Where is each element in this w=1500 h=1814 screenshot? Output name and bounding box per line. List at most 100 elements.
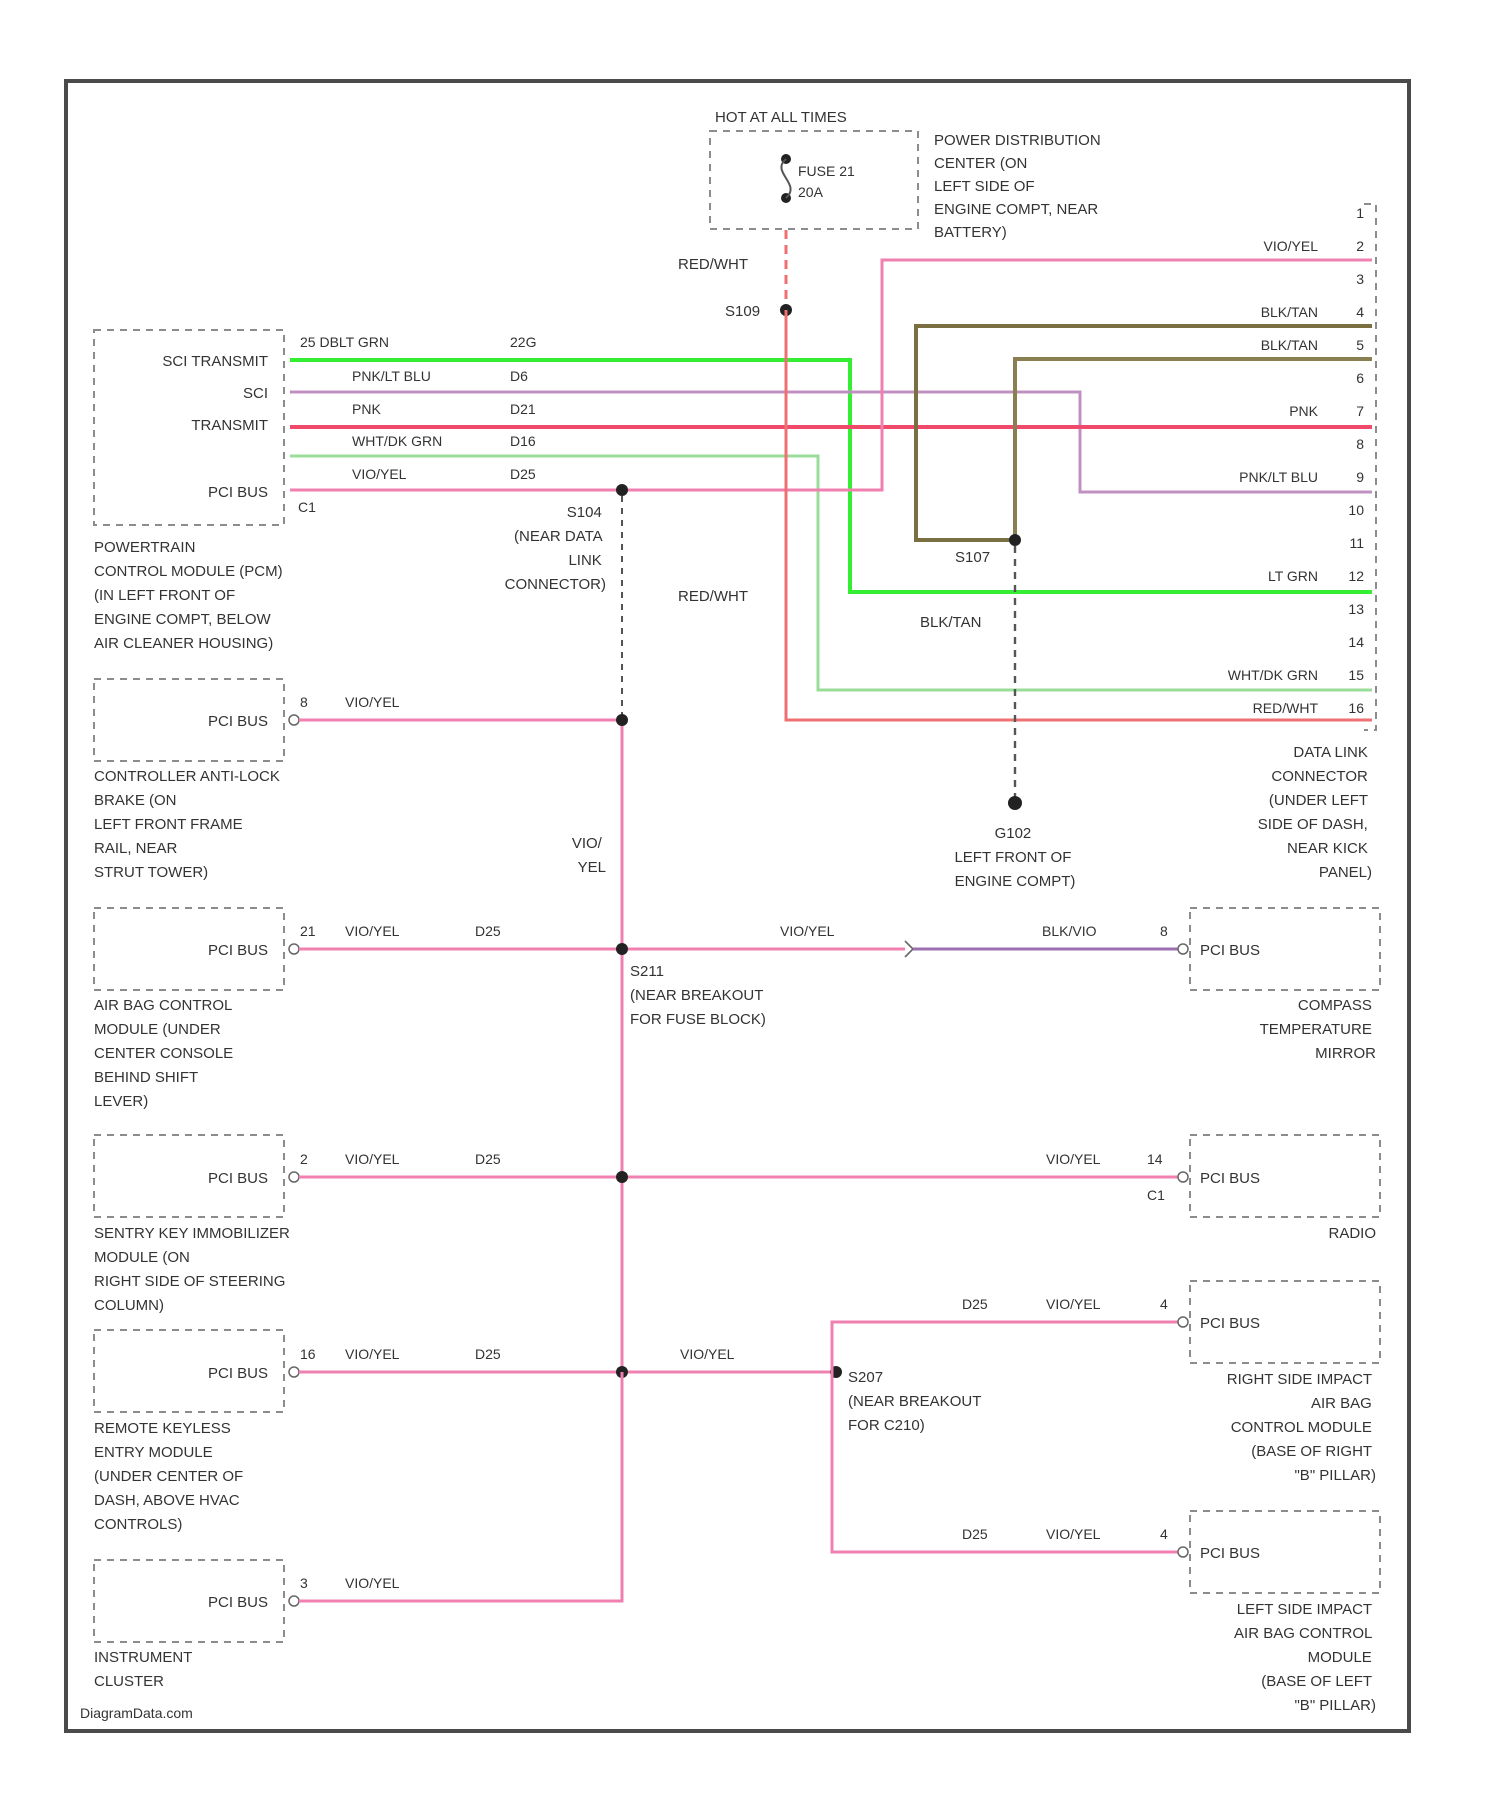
s211-label: S211 (NEAR BREAKOUT FOR FUSE BLOCK)	[630, 963, 767, 1028]
airbag-wire-label: VIO/YEL	[345, 923, 400, 939]
lsab-wire-label: VIO/YEL	[1046, 1526, 1101, 1542]
s107-label: S107	[955, 549, 990, 566]
compass-terminal	[1178, 944, 1188, 954]
pcm-wire-label-3: PNK	[352, 401, 381, 417]
radio-connector-c1: C1	[1147, 1187, 1165, 1203]
skim-wire-label: VIO/YEL	[345, 1151, 400, 1167]
dlc-wire-label-4: BLK/TAN	[1261, 304, 1318, 320]
cluster-wire-label: VIO/YEL	[345, 1575, 400, 1591]
dlc-pin-3: 3	[1356, 271, 1364, 287]
dlc-pin-11: 11	[1349, 535, 1364, 551]
lsab-wire-size: D25	[962, 1526, 988, 1542]
airbag-pin-number: 21	[300, 923, 316, 939]
rke-pin-label: PCI BUS	[208, 1365, 268, 1382]
rke-pin-number: 16	[300, 1346, 316, 1362]
rke-caption: REMOTE KEYLESS ENTRY MODULE (UNDER CENTE…	[94, 1420, 247, 1533]
skim-terminal	[289, 1172, 299, 1182]
rsab-wire-label: VIO/YEL	[1046, 1296, 1101, 1312]
rsab-caption: RIGHT SIDE IMPACT AIR BAG CONTROL MODULE…	[1227, 1371, 1376, 1484]
pcm-wire-label-1: 25 DBLT GRN	[300, 334, 389, 350]
skim-pin-number: 2	[300, 1151, 308, 1167]
pcm-wire-size-3: D21	[510, 401, 536, 417]
abs-wire-label: VIO/YEL	[345, 694, 400, 710]
skim-pin-label: PCI BUS	[208, 1170, 268, 1187]
watermark: DiagramData.com	[80, 1705, 193, 1721]
hot-at-all-times-label: HOT AT ALL TIMES	[715, 109, 847, 126]
dlc-pin-10: 10	[1348, 502, 1364, 518]
airbag-caption: AIR BAG CONTROL MODULE (UNDER CENTER CON…	[94, 997, 237, 1110]
compass-caption: COMPASS TEMPERATURE MIRROR	[1260, 997, 1377, 1062]
wire-pnk-lt-blu	[290, 392, 1372, 492]
pcm-pin-sci: SCI	[243, 385, 268, 402]
pcm-wire-size-1: 22G	[510, 334, 536, 350]
rke-wire-size: D25	[475, 1346, 501, 1362]
abs-splice	[616, 714, 628, 726]
abs-caption: CONTROLLER ANTI-LOCK BRAKE (ON LEFT FRON…	[94, 768, 284, 881]
pcm-wire-size-2: D6	[510, 368, 528, 384]
ground-wire-label: BLK/TAN	[920, 614, 981, 631]
cluster-caption: INSTRUMENT CLUSTER	[94, 1649, 196, 1690]
dlc-wire-label-9: PNK/LT BLU	[1239, 469, 1318, 485]
radio-wire-label: VIO/YEL	[1046, 1151, 1101, 1167]
fuse-label: FUSE 21 20A	[798, 163, 859, 200]
abs-pin-number: 8	[300, 694, 308, 710]
dlc-pin-15: 15	[1348, 667, 1364, 683]
dlc-pin-12: 12	[1348, 568, 1364, 584]
lsab-terminal	[1178, 1547, 1188, 1557]
compass-wire-right-label: BLK/VIO	[1042, 923, 1097, 939]
skim-splice	[616, 1171, 628, 1183]
s207-feed-label: VIO/YEL	[680, 1346, 735, 1362]
rsab-terminal	[1178, 1317, 1188, 1327]
dlc-caption: DATA LINK CONNECTOR (UNDER LEFT SIDE OF …	[1258, 744, 1372, 881]
dlc-wire-label-15: WHT/DK GRN	[1228, 667, 1318, 683]
rsab-pin-number: 4	[1160, 1296, 1168, 1312]
dlc-pin-1: 1	[1356, 205, 1364, 221]
dlc-pin-5: 5	[1356, 337, 1364, 353]
dlc-pin-8: 8	[1356, 436, 1364, 452]
skim-caption: SENTRY KEY IMMOBILIZER MODULE (ON RIGHT …	[94, 1225, 294, 1314]
dlc-pin-6: 6	[1356, 370, 1364, 386]
abs-terminal	[289, 715, 299, 725]
dlc-pin-14: 14	[1348, 634, 1364, 650]
cluster-pin-label: PCI BUS	[208, 1594, 268, 1611]
cluster-terminal	[289, 1596, 299, 1606]
pdc-caption: POWER DISTRIBUTION CENTER (ON LEFT SIDE …	[934, 132, 1105, 241]
dlc-pin-13: 13	[1348, 601, 1364, 617]
dlc-pin-2: 2	[1356, 238, 1364, 254]
pcm-wire-size-5: D25	[510, 466, 536, 482]
compass-pin-label: PCI BUS	[1200, 942, 1260, 959]
dlc-pin-rows: 12VIO/YEL34BLK/TAN5BLK/TAN67PNK89PNK/LT …	[1228, 205, 1364, 716]
compass-wire-left-label: VIO/YEL	[780, 923, 835, 939]
radio-terminal	[1178, 1172, 1188, 1182]
diagram-frame	[66, 81, 1409, 1731]
ground-g102-icon	[1008, 796, 1022, 810]
dlc-wire-label-7: PNK	[1289, 403, 1318, 419]
s207-branch-wires	[832, 1322, 1178, 1552]
pcm-connector-c1: C1	[298, 499, 316, 515]
skim-wire-size: D25	[475, 1151, 501, 1167]
trunk-wire-label: VIO/ YEL	[572, 835, 606, 876]
s104-label: S104 (NEAR DATA LINK CONNECTOR)	[505, 504, 606, 593]
splice-s211	[616, 943, 628, 955]
pcm-pin-transmit: TRANSMIT	[191, 417, 268, 434]
dlc-wire-label-12: LT GRN	[1268, 568, 1318, 584]
lsab-caption: LEFT SIDE IMPACT AIR BAG CONTROL MODULE …	[1234, 1601, 1376, 1714]
abs-pin-label: PCI BUS	[208, 713, 268, 730]
pcm-wire-label-2: PNK/LT BLU	[352, 368, 431, 384]
splice-s107	[1009, 534, 1021, 546]
dlc-wire-label-5: BLK/TAN	[1261, 337, 1318, 353]
compass-pin-number: 8	[1160, 923, 1168, 939]
lsab-pin-label: PCI BUS	[1200, 1545, 1260, 1562]
dlc-pin-4: 4	[1356, 304, 1364, 320]
wire-lt-grn	[290, 360, 1372, 592]
radio-caption: RADIO	[1328, 1225, 1376, 1242]
rke-wire-label: VIO/YEL	[345, 1346, 400, 1362]
rsab-pin-label: PCI BUS	[1200, 1315, 1260, 1332]
pcm-wire-label-5: VIO/YEL	[352, 466, 407, 482]
splice-s104	[616, 484, 628, 496]
inline-connector-icon	[905, 941, 913, 957]
pcm-pin-sci-transmit: SCI TRANSMIT	[162, 353, 268, 370]
dlc-wire-label-16: RED/WHT	[1253, 700, 1319, 716]
dlc-pin-9: 9	[1356, 469, 1364, 485]
g102-caption: G102 LEFT FRONT OF ENGINE COMPT)	[954, 825, 1075, 890]
